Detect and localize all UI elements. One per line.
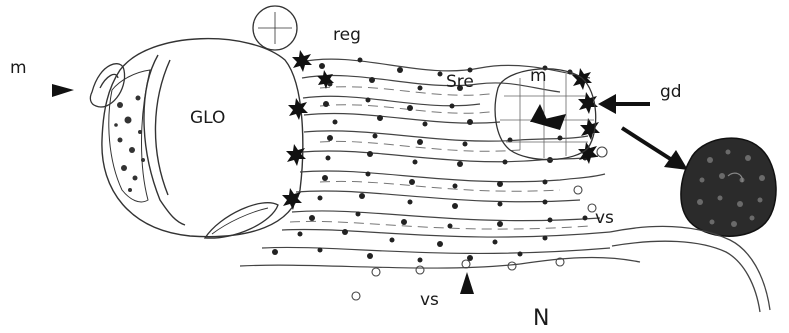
label-m-left: m [10,60,27,77]
label-glo: GLO [190,110,225,127]
glomerulus [102,39,303,237]
inner-strands [290,87,590,229]
label-vs-bottom: vs [420,292,439,309]
label-m-center: m [530,68,547,85]
vesicles [352,147,607,300]
label-gd: gd [660,84,682,101]
arrowhead-left [52,84,74,97]
label-sre: Sre [446,74,474,91]
label-reg: reg [333,27,361,44]
arrowhead-bottom [460,272,474,294]
diagonal-arrow [622,128,688,170]
tail-lines [520,226,770,312]
granular-cell [681,138,776,236]
top-cell [253,6,297,50]
cord-lines [240,59,610,268]
bottom-lens [205,203,278,238]
label-vs-right: vs [595,210,614,227]
gd-arrow [598,94,650,114]
glomerulus-stipple [114,96,145,193]
label-n: N [533,308,549,330]
